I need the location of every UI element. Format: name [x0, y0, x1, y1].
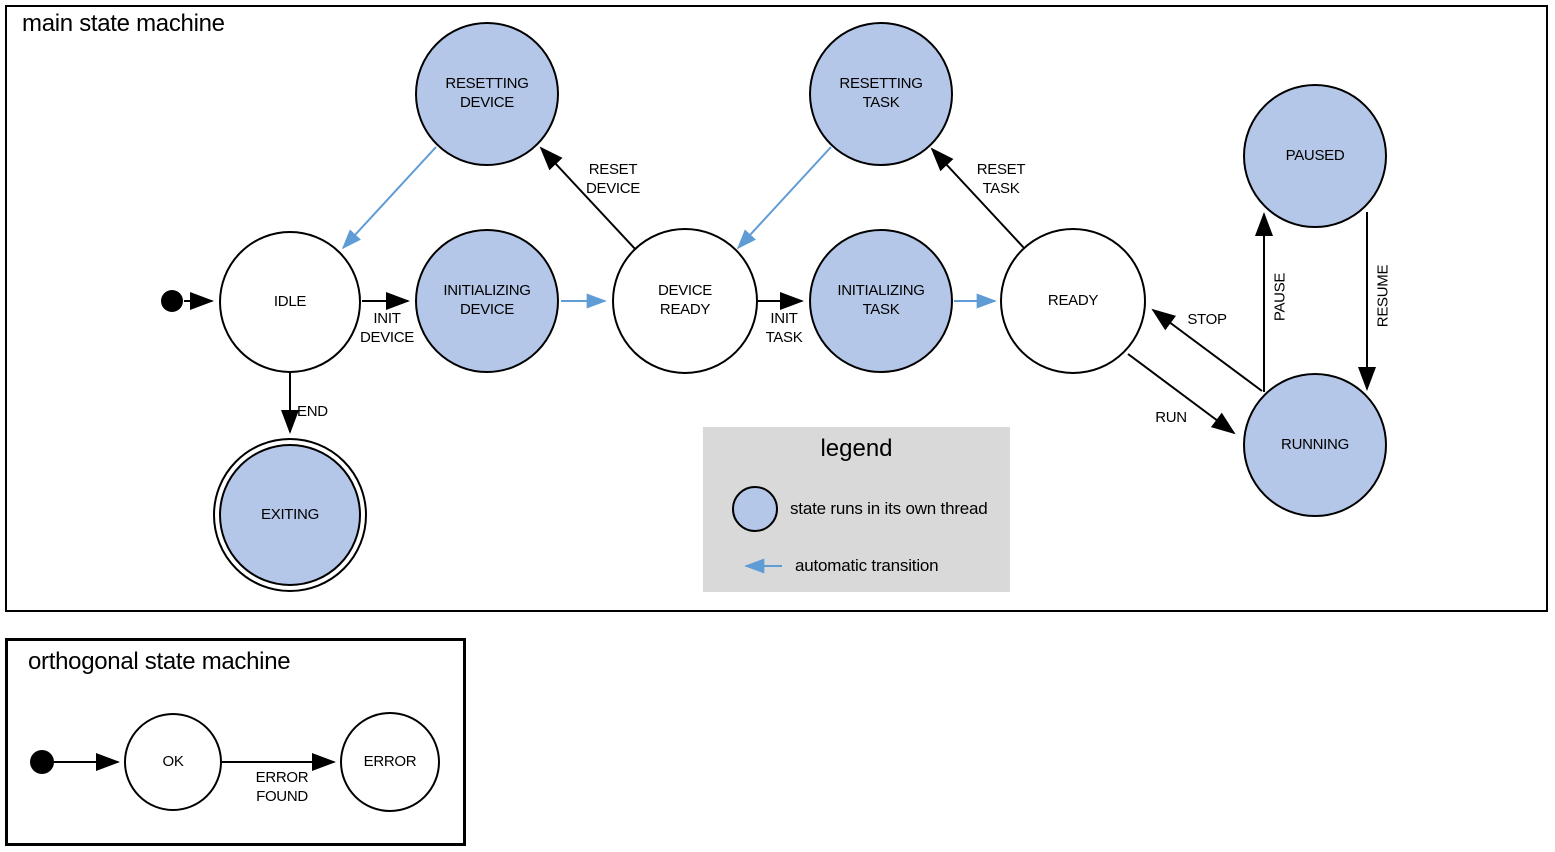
initial-state-dot-main	[161, 290, 183, 312]
state-running: RUNNING	[1243, 373, 1387, 517]
legend-box: legend state runs in its own thread auto…	[703, 427, 1010, 592]
state-label: PAUSED	[1285, 146, 1345, 164]
legend-auto-note: automatic transition	[795, 556, 939, 575]
state-label: ERROR	[363, 752, 417, 770]
transition-label-reset-task: RESET TASK	[976, 161, 1026, 197]
legend-title: legend	[820, 435, 893, 462]
transition-label-stop: STOP	[1187, 311, 1227, 328]
orthogonal-panel-title: orthogonal state machine	[28, 648, 291, 675]
transition-label-run: RUN	[1155, 409, 1187, 426]
transition-label-end: END	[297, 403, 328, 420]
transition-label-pause: PAUSE	[1271, 272, 1289, 322]
main-panel-title: main state machine	[22, 10, 225, 37]
state-label: OK	[162, 752, 184, 770]
state-label: EXITING	[261, 505, 319, 523]
state-idle: IDLE	[219, 231, 361, 373]
state-initializing-task: INITIALIZING TASK	[809, 229, 953, 373]
state-label: RESETTING TASK	[839, 75, 923, 111]
transition-label-init-device: INIT DEVICE	[359, 310, 415, 346]
state-exiting-final: EXITING	[213, 438, 367, 592]
legend-thread-note: state runs in its own thread	[790, 499, 988, 518]
state-label: INITIALIZING TASK	[837, 282, 925, 318]
state-initializing-device: INITIALIZING DEVICE	[415, 229, 559, 373]
state-label: IDLE	[273, 292, 307, 310]
state-paused: PAUSED	[1243, 84, 1387, 228]
state-ready: READY	[1000, 228, 1146, 374]
state-label: RESETTING DEVICE	[445, 75, 529, 111]
state-label: READY	[1047, 291, 1099, 309]
transition-label-resume: RESUME	[1374, 264, 1392, 328]
state-label: DEVICE READY	[657, 282, 713, 318]
threaded-state-swatch-icon	[732, 486, 778, 532]
state-label: INITIALIZING DEVICE	[443, 282, 531, 318]
initial-state-dot-orthogonal	[30, 750, 54, 774]
transition-label-error-found: ERROR FOUND	[255, 769, 309, 805]
state-ok: OK	[124, 713, 222, 811]
transition-label-init-task: INIT TASK	[765, 310, 803, 346]
state-error: ERROR	[340, 712, 440, 812]
state-device-ready: DEVICE READY	[612, 228, 758, 374]
state-resetting-task: RESETTING TASK	[809, 22, 953, 166]
state-exiting-inner: EXITING	[219, 444, 361, 586]
state-label: RUNNING	[1281, 435, 1349, 453]
state-resetting-device: RESETTING DEVICE	[415, 22, 559, 166]
transition-label-reset-device: RESET DEVICE	[585, 161, 641, 197]
